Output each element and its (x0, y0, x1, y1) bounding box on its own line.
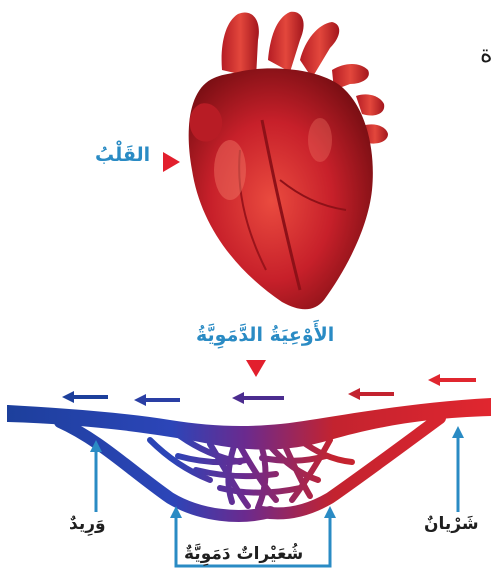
vein-label: وَرِيدٌ (69, 516, 106, 533)
heart-body (189, 68, 373, 309)
cropped-edge-text: ة (480, 40, 491, 68)
vessel-network (8, 398, 491, 516)
heart-highlight (214, 140, 246, 200)
artery-label: شَرْيانٌ (424, 516, 479, 533)
capillary (178, 456, 246, 462)
capillaries-label: شُعَيْراتٌ دَمَوِيَّةٌ (180, 546, 307, 563)
flow-arrow-icon (428, 374, 476, 386)
aortic-arch-branch (268, 12, 304, 72)
triangle-pointer-icon (163, 152, 180, 172)
heart-label: القَلْبُ (95, 146, 150, 165)
vessel-trunk (8, 398, 491, 450)
flow-arrows (62, 374, 476, 406)
flow-arrow-icon (232, 392, 284, 404)
flow-arrow-icon (134, 394, 180, 406)
heart-highlight (308, 118, 332, 162)
heart-illustration (189, 12, 388, 309)
triangle-pointer-icon (246, 360, 266, 377)
blood-vessels-label: الأَوْعِيَةُ الدَّمَوِيَّةُ (196, 326, 334, 345)
aorta (222, 12, 259, 78)
flow-arrow-icon (62, 391, 108, 403)
flow-arrow-icon (348, 388, 394, 400)
